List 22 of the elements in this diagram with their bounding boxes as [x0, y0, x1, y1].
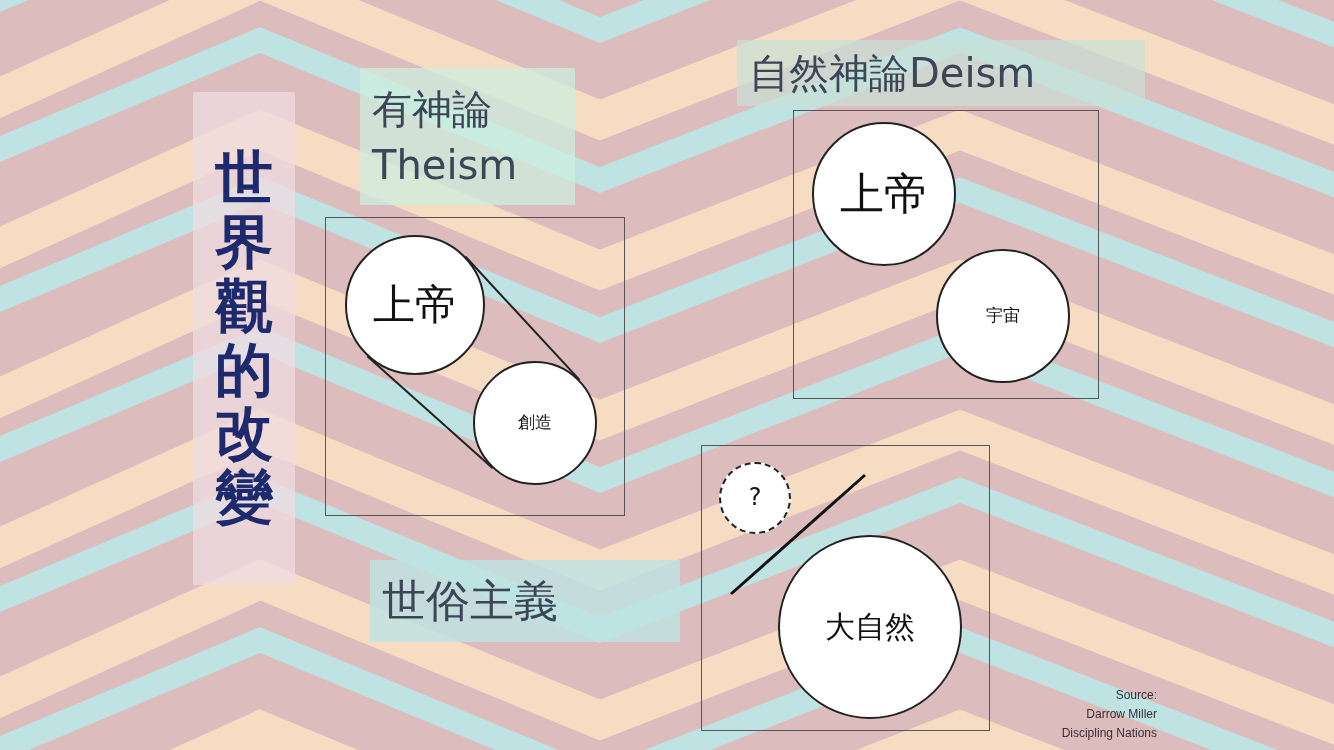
- tangent-line: [366, 355, 494, 470]
- frame-box: [793, 110, 1099, 399]
- circle-label: 創造: [518, 411, 552, 435]
- circle-label: 上帝: [373, 278, 457, 331]
- heading-band: [737, 40, 1145, 106]
- circle-label: 上帝: [840, 167, 928, 222]
- circle-label: 宇宙: [986, 304, 1020, 328]
- title: 世界觀的改變: [215, 147, 273, 530]
- tangent-line: [464, 255, 581, 381]
- circle-label: 大自然: [825, 608, 915, 646]
- frame-box: [701, 445, 990, 731]
- heading-text: Theism: [371, 140, 519, 190]
- heading-text: 世俗主義: [381, 574, 559, 629]
- source-note: Source:: [1115, 688, 1157, 702]
- source-note: Discipling Nations: [1061, 726, 1157, 740]
- heading-band: [370, 560, 680, 642]
- heading-band: [360, 68, 575, 205]
- frame-box: [325, 217, 625, 516]
- source-note: Darrow Miller: [1086, 707, 1157, 721]
- circle-label: ?: [748, 482, 762, 514]
- heading-text: 自然神論Deism: [748, 49, 1037, 98]
- heading-text: 有神論: [371, 84, 493, 134]
